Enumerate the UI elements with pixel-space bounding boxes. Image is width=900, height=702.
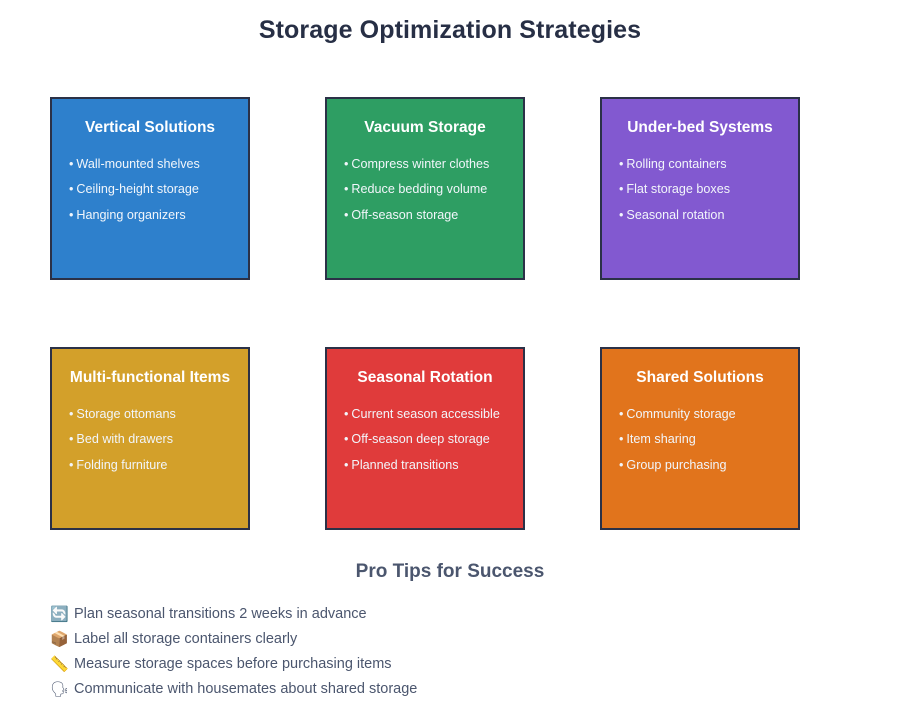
card-title: Under-bed Systems	[627, 119, 773, 136]
card-list-item: •Off-season deep storage	[344, 433, 511, 446]
bullet-glyph: •	[619, 156, 624, 171]
card-list-item-label: Flat storage boxes	[626, 182, 731, 197]
bullet-glyph: •	[69, 457, 74, 472]
strategy-card-grid: Vertical Solutions •Wall-mounted shelves…	[50, 97, 800, 530]
bullet-glyph: •	[619, 182, 624, 197]
card-list-item-label: Folding furniture	[76, 457, 168, 472]
card-list-item-label: Group purchasing	[626, 457, 727, 472]
tip-label: Measure storage spaces before purchasing…	[74, 656, 392, 673]
card-title: Vertical Solutions	[84, 119, 216, 136]
tips-section-heading: Pro Tips for Success	[355, 561, 545, 582]
card-list-item: •Planned transitions	[344, 457, 511, 472]
card-list-item: •Seasonal rotation	[619, 207, 786, 222]
strategy-card-multi-functional-items[interactable]: Multi-functional Items •Storage ottomans…	[50, 347, 250, 530]
card-list-item-label: Rolling containers	[626, 156, 727, 171]
ruler-icon: 📏	[50, 656, 69, 673]
tip-item: 🔄 Plan seasonal transitions 2 weeks in a…	[50, 602, 850, 627]
card-row-top: Vertical Solutions •Wall-mounted shelves…	[50, 97, 800, 280]
tip-label: Label all storage containers clearly	[74, 631, 298, 648]
card-list-item-label: Compress winter clothes	[351, 156, 490, 171]
strategy-card-seasonal-rotation[interactable]: Seasonal Rotation •Current season access…	[325, 347, 525, 530]
card-list-item-label: Ceiling-height storage	[76, 182, 199, 197]
bullet-glyph: •	[69, 406, 74, 421]
card-list-item-label: Community storage	[626, 406, 736, 421]
card-item-list: •Current season accessible •Off-season d…	[339, 406, 511, 472]
card-list-item: •Rolling containers	[619, 156, 786, 171]
page-title: Storage Optimization Strategies	[258, 16, 642, 44]
card-list-item-label: Current season accessible	[351, 406, 500, 421]
bullet-glyph: •	[619, 457, 624, 472]
card-title: Shared Solutions	[636, 369, 764, 386]
bullet-glyph: •	[344, 406, 349, 421]
card-list-item: •Reduce bedding volume	[344, 183, 511, 196]
card-list-item: •Hanging organizers	[69, 207, 236, 222]
card-list-item: •Item sharing	[619, 433, 786, 446]
card-list-item: •Folding furniture	[69, 457, 236, 472]
card-item-list: •Storage ottomans •Bed with drawers •Fol…	[64, 406, 236, 472]
bullet-glyph: •	[619, 432, 624, 447]
card-list-item-label: Item sharing	[626, 432, 696, 447]
card-list-item-label: Bed with drawers	[76, 432, 174, 447]
tip-item: 🗣 Communicate with housemates about shar…	[50, 677, 850, 702]
card-title: Multi-functional Items	[69, 369, 231, 386]
package-box-icon: 📦	[50, 631, 69, 648]
bullet-glyph: •	[344, 156, 349, 171]
card-list-item-label: Reduce bedding volume	[351, 182, 488, 197]
bullet-glyph: •	[69, 207, 74, 222]
card-list-item-label: Off-season storage	[351, 207, 459, 222]
bullet-glyph: •	[344, 182, 349, 197]
card-list-item-label: Seasonal rotation	[626, 207, 725, 222]
speaking-head-icon: 🗣	[50, 681, 70, 698]
strategy-card-shared-solutions[interactable]: Shared Solutions •Community storage •Ite…	[600, 347, 800, 530]
card-item-list: •Rolling containers •Flat storage boxes …	[614, 156, 786, 222]
card-list-item: •Off-season storage	[344, 207, 511, 222]
card-list-item: •Flat storage boxes	[619, 183, 786, 196]
card-list-item: •Community storage	[619, 406, 786, 421]
bullet-glyph: •	[69, 432, 74, 447]
tip-item: 📏 Measure storage spaces before purchasi…	[50, 652, 850, 677]
bullet-glyph: •	[344, 432, 349, 447]
card-list-item: •Ceiling-height storage	[69, 183, 236, 196]
tip-item: 📦 Label all storage containers clearly	[50, 627, 850, 652]
card-list-item-label: Wall-mounted shelves	[76, 156, 200, 171]
card-title: Vacuum Storage	[364, 119, 486, 136]
card-list-item-label: Planned transitions	[351, 457, 459, 472]
card-list-item: •Storage ottomans	[69, 406, 236, 421]
bullet-glyph: •	[619, 207, 624, 222]
tip-label: Communicate with housemates about shared…	[74, 681, 418, 698]
tips-list: 🔄 Plan seasonal transitions 2 weeks in a…	[50, 602, 850, 702]
card-list-item: •Bed with drawers	[69, 433, 236, 446]
bullet-glyph: •	[69, 182, 74, 197]
strategy-card-vertical-solutions[interactable]: Vertical Solutions •Wall-mounted shelves…	[50, 97, 250, 280]
card-row-bottom: Multi-functional Items •Storage ottomans…	[50, 347, 800, 530]
bullet-glyph: •	[69, 156, 74, 171]
card-item-list: •Compress winter clothes •Reduce bedding…	[339, 156, 511, 222]
card-list-item-label: Off-season deep storage	[351, 432, 490, 447]
cycle-arrows-icon: 🔄	[50, 606, 69, 623]
card-list-item-label: Storage ottomans	[76, 406, 176, 421]
card-list-item: •Wall-mounted shelves	[69, 156, 236, 171]
strategy-card-under-bed-systems[interactable]: Under-bed Systems •Rolling containers •F…	[600, 97, 800, 280]
tip-label: Plan seasonal transitions 2 weeks in adv…	[74, 606, 367, 623]
bullet-glyph: •	[619, 406, 624, 421]
card-list-item: •Group purchasing	[619, 457, 786, 472]
card-list-item: •Current season accessible	[344, 406, 511, 421]
card-title: Seasonal Rotation	[357, 369, 493, 386]
card-list-item: •Compress winter clothes	[344, 156, 511, 171]
bullet-glyph: •	[344, 207, 349, 222]
card-list-item-label: Hanging organizers	[76, 207, 186, 222]
bullet-glyph: •	[344, 457, 349, 472]
card-item-list: •Wall-mounted shelves •Ceiling-height st…	[64, 156, 236, 222]
strategy-card-vacuum-storage[interactable]: Vacuum Storage •Compress winter clothes …	[325, 97, 525, 280]
card-item-list: •Community storage •Item sharing •Group …	[614, 406, 786, 472]
